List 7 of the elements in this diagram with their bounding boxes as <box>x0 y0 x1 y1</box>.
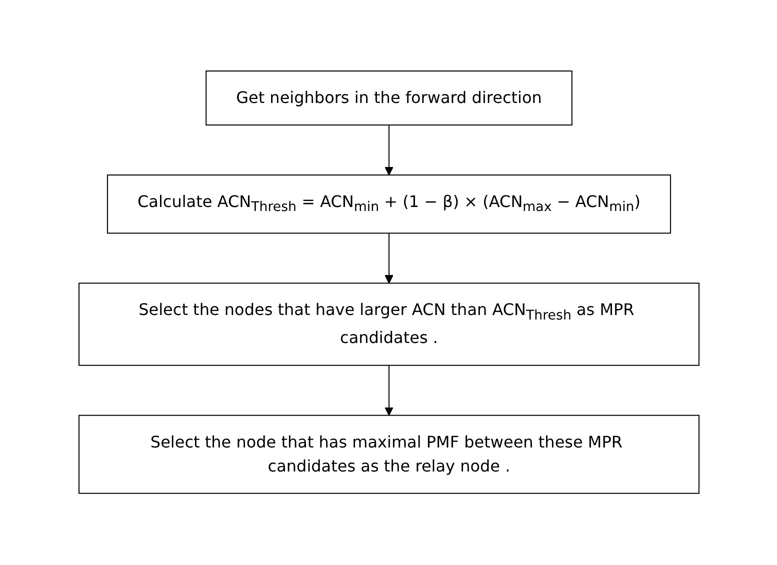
node-box: Calculate ACN$_{Thresh}$ = ACN$_{min}$ + (1 − β) × (ACN$_{max}$ − ACN$_{min}$) <box>106 174 670 234</box>
arrow <box>384 233 393 284</box>
node-box: Select the node that has maximal PMF between these MPR candidates as the relay node . <box>78 415 699 494</box>
node-box: Get neighbors in the forward direction <box>205 70 572 126</box>
arrow <box>384 365 393 416</box>
node-box: Select the nodes that have larger ACN than ACN$_{Thresh}$ as MPR candidates . <box>78 283 699 366</box>
arrow <box>384 124 393 176</box>
